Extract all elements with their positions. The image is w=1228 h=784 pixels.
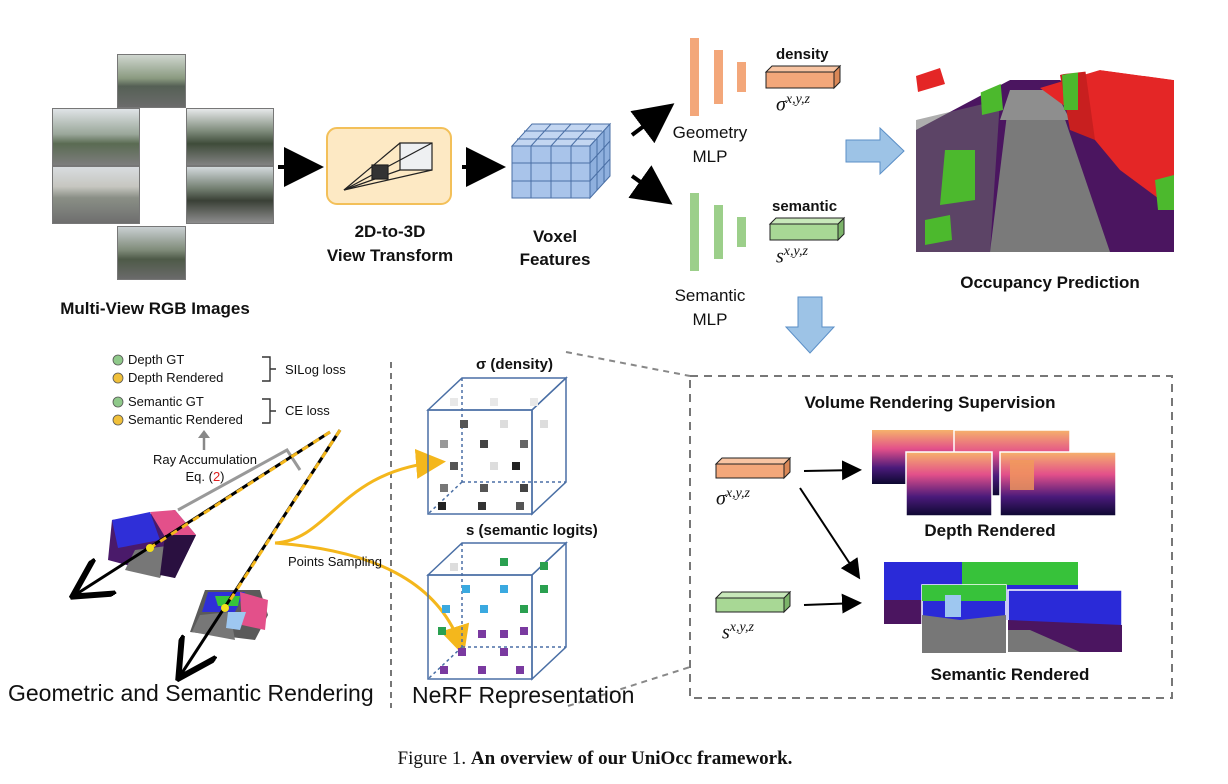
semantic-rendered-images bbox=[884, 562, 1123, 654]
sup-s-bar bbox=[714, 590, 792, 614]
semantic-feature-bar bbox=[768, 216, 846, 242]
sup-sigma-sup: x,y,z bbox=[725, 486, 750, 501]
sup-arrow-sigma-depth bbox=[803, 460, 862, 481]
semantic-mlp-label-1: Semantic bbox=[674, 286, 746, 305]
supervision-box bbox=[689, 375, 1173, 699]
density-feature-bar bbox=[764, 64, 842, 90]
sup-arrow-s-semantic bbox=[803, 593, 862, 614]
semantic-mlp-bars bbox=[690, 193, 746, 271]
s-xyz-top: sx,y,z bbox=[776, 244, 808, 269]
voxel-features-cube bbox=[510, 122, 612, 200]
ray-bracket bbox=[177, 448, 302, 512]
rendering-label: Geometric and Semantic Rendering bbox=[8, 680, 374, 706]
density-cube-label: σ (density) bbox=[476, 356, 553, 373]
caption-prefix: Figure 1. bbox=[397, 748, 471, 769]
points-sampling-label: Points Sampling bbox=[288, 554, 382, 569]
rgb-view-back-right bbox=[186, 166, 274, 224]
semantic-gt-dot bbox=[112, 396, 124, 408]
geometry-mlp-label-2: MLP bbox=[692, 147, 728, 166]
ray-1-dash bbox=[149, 430, 331, 550]
sup-sigma-bar bbox=[714, 456, 792, 480]
semantic-gt-label: Semantic GT bbox=[128, 394, 204, 409]
eq-label: Eq. (2) bbox=[130, 469, 280, 484]
sampling-curve-semantic bbox=[274, 541, 470, 656]
depth-rendered-dot bbox=[112, 372, 124, 384]
figure-caption: Figure 1. An overview of our UniOcc fram… bbox=[0, 748, 1190, 770]
arrow-voxel-to-geometry bbox=[630, 103, 675, 144]
frustum-icon bbox=[343, 142, 433, 191]
depth-rendered-output-label: Depth Rendered bbox=[924, 521, 1056, 540]
eq-prefix: Eq. ( bbox=[185, 469, 213, 484]
rgb-view-front bbox=[117, 54, 186, 108]
semantic-cube-points bbox=[438, 558, 548, 674]
sigma-xyz-top: σx,y,z bbox=[776, 92, 810, 117]
silog-loss-label: SILog loss bbox=[285, 362, 346, 377]
connector-top bbox=[565, 351, 691, 377]
occupancy-image bbox=[916, 60, 1174, 252]
blue-arrow-right bbox=[845, 126, 905, 176]
voxel-label-1: Voxel bbox=[532, 227, 578, 246]
occupancy-label: Occupancy Prediction bbox=[960, 273, 1140, 292]
geometry-mlp-bars bbox=[690, 38, 746, 116]
depth-gt-label: Depth GT bbox=[128, 352, 185, 367]
ray-accumulation-label: Ray Accumulation bbox=[152, 452, 258, 467]
sup-s-symbol: s bbox=[722, 621, 730, 644]
rgb-view-front-right bbox=[186, 108, 274, 166]
render-view-2 bbox=[190, 590, 268, 640]
ce-loss-label: CE loss bbox=[285, 403, 330, 418]
semantic-label: semantic bbox=[772, 198, 838, 215]
semantic-rendered-dot bbox=[112, 414, 124, 426]
ce-bracket bbox=[262, 398, 276, 424]
semantic-rendered-label: Semantic Rendered bbox=[128, 412, 243, 427]
depth-gt-dot bbox=[112, 354, 124, 366]
depth-rendered-images bbox=[872, 429, 1117, 517]
density-cube bbox=[426, 376, 568, 516]
s-sup: x,y,z bbox=[783, 244, 808, 259]
sup-s-xyz: sx,y,z bbox=[722, 620, 754, 645]
voxel-label-2: Features bbox=[519, 250, 591, 269]
supervision-title: Volume Rendering Supervision bbox=[804, 393, 1056, 412]
rgb-view-back-left bbox=[52, 166, 140, 224]
semantic-cube-label: s (semantic logits) bbox=[466, 522, 598, 539]
caption-text: An overview of our UniOcc framework. bbox=[470, 748, 793, 769]
eq-suffix: ) bbox=[220, 469, 225, 484]
ray-1 bbox=[75, 430, 331, 595]
sup-sigma-xyz: σx,y,z bbox=[716, 486, 750, 511]
semantic-cube bbox=[426, 541, 568, 681]
arrow-voxel-to-semantic bbox=[628, 165, 673, 205]
density-cube-points bbox=[438, 398, 548, 510]
view-transform-label-1: 2D-to-3D bbox=[354, 222, 426, 241]
blue-arrow-down bbox=[784, 296, 836, 354]
sup-s-sup: x,y,z bbox=[729, 620, 754, 635]
view-transform-label-2: View Transform bbox=[326, 246, 454, 265]
silog-bracket bbox=[262, 356, 276, 382]
density-label: density bbox=[776, 46, 829, 63]
semantic-mlp-label-2: MLP bbox=[692, 310, 728, 329]
sup-sigma-symbol: σ bbox=[716, 487, 726, 510]
nerf-label: NeRF Representation bbox=[412, 682, 635, 708]
multiview-label: Multi-View RGB Images bbox=[60, 299, 250, 318]
semantic-rendered-output-label: Semantic Rendered bbox=[930, 665, 1090, 684]
geometry-mlp-label-1: Geometry bbox=[672, 123, 748, 142]
sampling-curve-density bbox=[274, 448, 446, 545]
rgb-view-back bbox=[117, 226, 186, 280]
render-view-1 bbox=[108, 510, 196, 578]
sigma-symbol: σ bbox=[776, 93, 786, 116]
depth-rendered-label: Depth Rendered bbox=[128, 370, 224, 385]
sigma-sup: x,y,z bbox=[785, 92, 810, 107]
ray-2-dash bbox=[223, 429, 342, 609]
sup-arrow-sigma-semantic bbox=[799, 487, 861, 580]
eq-number: 2 bbox=[212, 469, 221, 484]
rgb-view-front-left bbox=[52, 108, 140, 166]
s-symbol: s bbox=[776, 245, 784, 268]
